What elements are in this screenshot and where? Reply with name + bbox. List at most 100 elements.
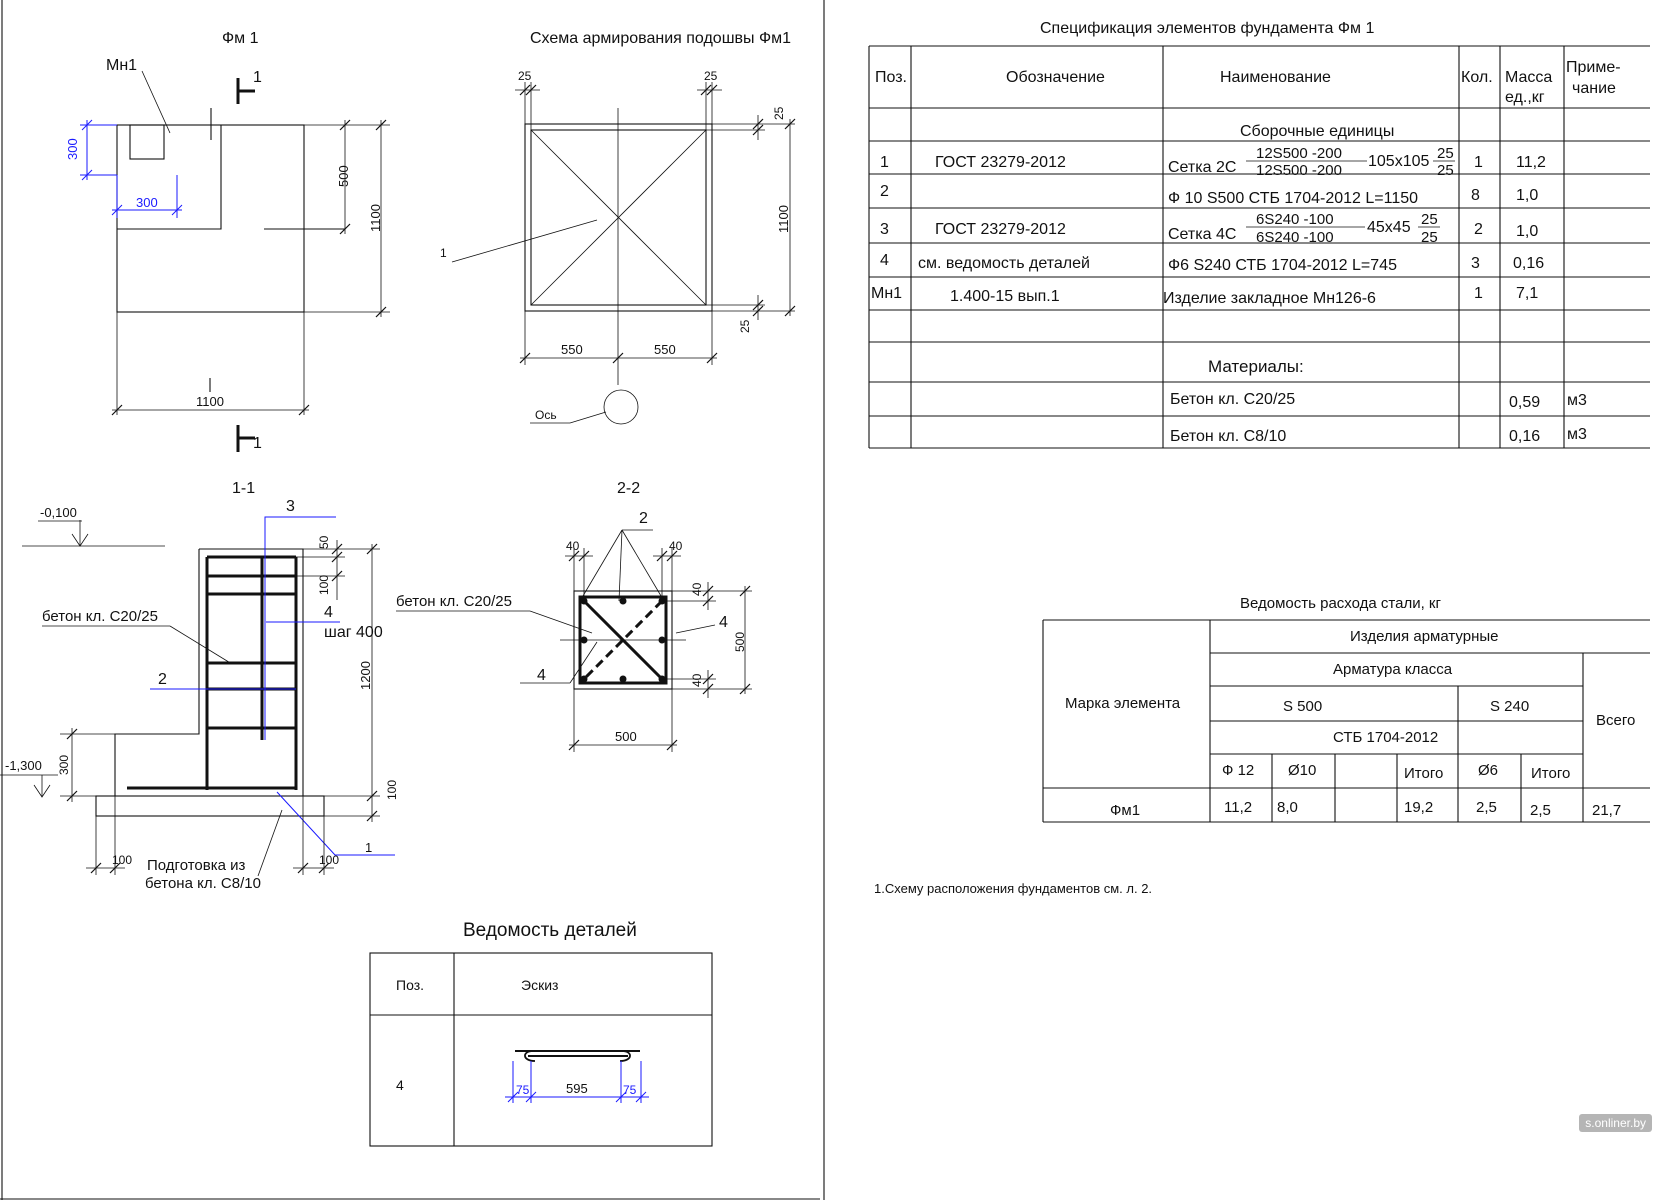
steel-row-total1: 19,2 [1404, 799, 1433, 816]
pos-1: 1 [365, 840, 372, 855]
spec-r3-fden: 25 [1421, 229, 1438, 246]
steel-row-total2: 2,5 [1530, 802, 1551, 819]
s22-dim-40-l: 40 [566, 539, 580, 553]
steel-col-d10: Ø10 [1288, 762, 1316, 779]
spec-r1-mid: 105х105 [1368, 153, 1429, 170]
s22-concrete: бетон кл. С20/25 [396, 593, 512, 610]
details-table: Ведомость деталей Поз. Эскиз 4 75 595 75 [369, 920, 713, 1147]
s22-dim-40-t: 40 [690, 582, 704, 596]
spec-section-assemblies: Сборочные единицы [1240, 123, 1394, 140]
reinf-dim-550-l: 550 [561, 342, 583, 357]
spec-r5-pos: Мн1 [871, 285, 902, 302]
spec-section-materials: Материалы: [1208, 357, 1304, 376]
spec-r7-note: м3 [1567, 426, 1587, 443]
spec-r1-num: 12S500 -200 [1256, 145, 1342, 162]
plan-dim-1100-h: 1100 [196, 394, 224, 409]
spec-r2-name: Ф 10 S500 СТБ 1704-2012 L=1150 [1168, 190, 1418, 207]
s22-dim-40-b: 40 [690, 673, 704, 687]
spec-r1-mass: 11,2 [1516, 154, 1546, 171]
section-2-2: 2-2 2 40 40 [396, 480, 752, 752]
plan-embed-plate [129, 124, 165, 160]
reinf-dim-25-rb: 25 [738, 319, 752, 333]
reinf-outline-inner [530, 129, 707, 306]
reinf-outline-outer [524, 123, 713, 312]
plan-dim-1100-v: 1100 [368, 204, 383, 232]
embed-leader [141, 70, 171, 134]
axis-bubble [603, 389, 639, 425]
section-1-1: 1-1 -0,100 -1,300 3 4 шаг 400 2 [0, 480, 399, 892]
section-22-title: 2-2 [617, 480, 640, 497]
plan-column-outline [117, 125, 222, 230]
plan-view: Фм 1 Мн1 1 1 300 300 500 [65, 30, 390, 452]
pos-3: 3 [286, 498, 295, 515]
steel-row-d6: 2,5 [1476, 799, 1497, 816]
steel-total-all: Всего [1596, 712, 1635, 729]
spec-r7-name: Бетон кл. С8/10 [1170, 428, 1286, 445]
spec-table: Спецификация элементов фундамента Фм 1 П… [868, 20, 1650, 449]
spec-r5-qty: 1 [1474, 285, 1483, 302]
spec-h-pos: Поз. [875, 69, 907, 86]
cut-mark-top-label: 1 [253, 69, 262, 86]
sec-dim-100-left: 100 [112, 853, 132, 867]
spec-title: Спецификация элементов фундамента Фм 1 [1040, 20, 1374, 37]
steel-col-f12: Ф 12 [1222, 762, 1254, 779]
steel-s240: S 240 [1490, 698, 1529, 715]
spec-r1-qty: 1 [1474, 154, 1483, 171]
s22-pos-2: 2 [639, 510, 648, 527]
pos-4: 4 [324, 604, 333, 621]
steel-row-mark: Фм1 [1110, 802, 1140, 819]
details-col-pos: Поз. [396, 977, 424, 993]
spec-r6-note: м3 [1567, 392, 1587, 409]
plan-dim-300-h: 300 [136, 195, 158, 210]
details-row-pos: 4 [396, 1077, 404, 1093]
sec-dim-100-bot: 100 [385, 780, 399, 800]
spec-h-designation: Обозначение [1006, 69, 1105, 86]
spec-r2-mass: 1,0 [1516, 187, 1538, 204]
spec-r3-prefix: Сетка 4С [1168, 226, 1236, 243]
reinf-pos-1: 1 [440, 246, 447, 260]
spec-h-note2: чание [1572, 80, 1616, 97]
s22-dim-500-h: 500 [615, 729, 637, 744]
steel-s500: S 500 [1283, 698, 1322, 715]
reinf-dim-1100: 1100 [776, 205, 791, 233]
detail-4-sketch: 75 595 75 [505, 1050, 649, 1103]
spec-h-note1: Приме- [1566, 59, 1621, 76]
reinf-title: Схема армирования подошвы Фм1 [530, 30, 791, 47]
spec-r1-den: 12S500 -200 [1256, 162, 1342, 179]
spec-r6-mass: 0,59 [1509, 394, 1540, 411]
cut-mark-bottom-label: 1 [253, 435, 262, 452]
spec-r3-mid: 45х45 [1367, 219, 1411, 236]
spec-r6-name: Бетон кл. С20/25 [1170, 391, 1295, 408]
spec-r4-pos: 4 [880, 252, 889, 269]
reinforcement-scheme: Схема армирования подошвы Фм1 Ось 1 25 2… [440, 30, 796, 425]
s22-dim-40-r: 40 [669, 539, 683, 553]
reinf-dim-25-rt: 25 [772, 106, 786, 120]
spec-r3-den: 6S240 -100 [1256, 229, 1334, 246]
plan-dim-500: 500 [336, 165, 351, 187]
spec-r1-pos: 1 [880, 154, 889, 171]
sec-dim-100-right: 100 [319, 853, 339, 867]
embed-label: Мн1 [106, 57, 137, 74]
step-400: шаг 400 [324, 624, 383, 641]
level-top: -0,100 [40, 505, 77, 520]
spec-r3-designation: ГОСТ 23279-2012 [935, 221, 1066, 238]
prep-label-2: бетона кл. С8/10 [145, 875, 261, 892]
spec-r4-qty: 3 [1471, 255, 1480, 272]
details-dim-75-l: 75 [516, 1083, 530, 1097]
plan-dim-300-v: 300 [65, 138, 80, 160]
spec-r3-fnum: 25 [1421, 211, 1438, 228]
spec-h-mass2: ед.,кг [1505, 89, 1545, 106]
section-11-concrete [114, 548, 304, 797]
spec-r1-prefix: Сетка 2С [1168, 159, 1236, 176]
spec-r1-fden: 25 [1437, 162, 1454, 179]
spec-h-mass1: Масса [1505, 69, 1552, 86]
prep-label-1: Подготовка из [147, 857, 245, 874]
spec-r4-designation: см. ведомость деталей [918, 255, 1090, 272]
steel-rebar-class: Арматура класса [1333, 661, 1453, 678]
reinf-dim-25-tr: 25 [704, 69, 718, 83]
steel-row-d10: 8,0 [1277, 799, 1298, 816]
section-11-preparation [95, 795, 325, 817]
steel-col-total2: Итого [1531, 765, 1570, 782]
reinf-dim-25-tl: 25 [518, 69, 532, 83]
